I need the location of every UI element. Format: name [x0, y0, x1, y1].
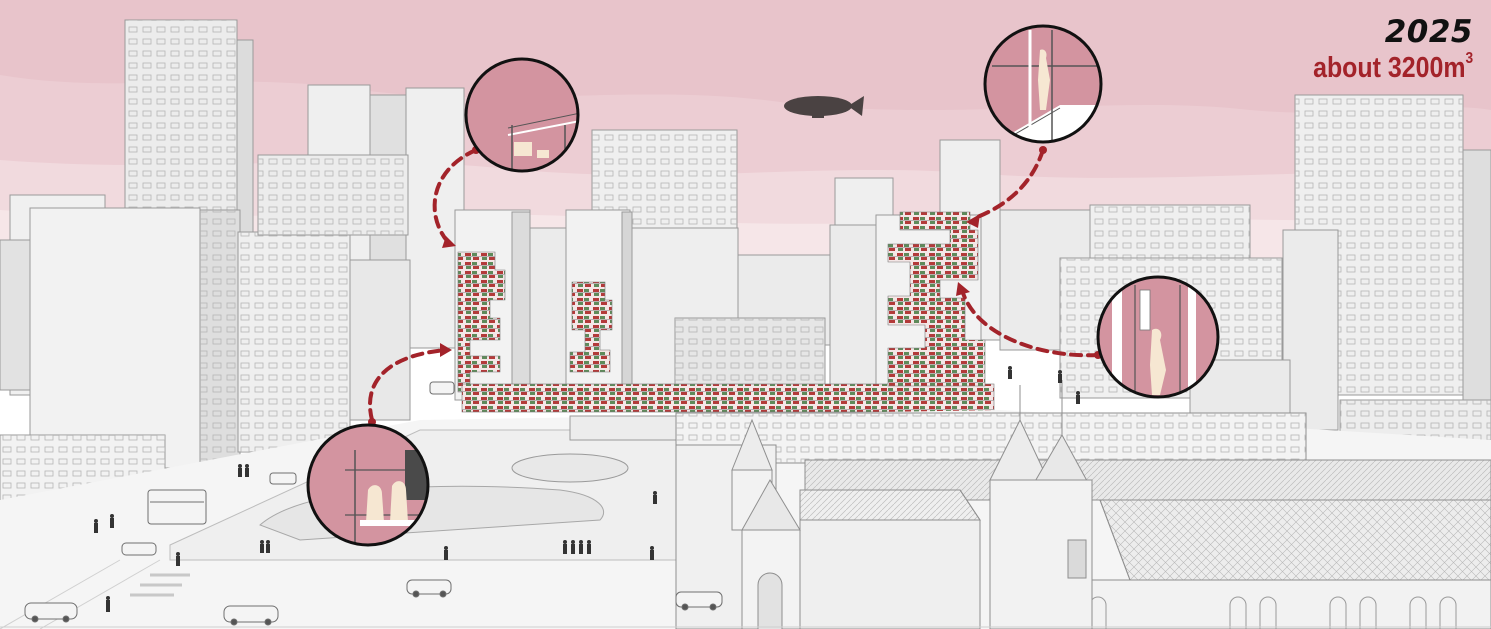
arrows — [368, 148, 1100, 422]
inset-detail-top-right — [983, 24, 1103, 144]
person-icon — [571, 540, 575, 554]
pedestrians — [94, 366, 1080, 612]
inset-detail-bottom-left — [306, 423, 430, 547]
car-icon — [24, 602, 78, 623]
car-icon — [429, 381, 455, 395]
arrow-icon — [432, 148, 478, 244]
person-icon — [245, 464, 249, 477]
person-icon — [260, 540, 264, 553]
arrow-icon — [368, 348, 448, 422]
person-icon — [106, 596, 110, 612]
person-icon — [94, 519, 98, 533]
historic-building — [675, 380, 1491, 629]
person-icon — [650, 546, 654, 560]
person-icon — [176, 552, 180, 566]
person-icon — [1076, 391, 1080, 404]
volume-unit-superscript: 3 — [1465, 50, 1473, 67]
car-icon — [269, 472, 297, 485]
person-icon — [587, 540, 591, 554]
airship-icon — [784, 96, 864, 118]
person-icon — [1058, 370, 1062, 383]
car-icon — [675, 591, 723, 611]
scaffold-icon — [1098, 277, 1218, 397]
person-icon — [444, 546, 448, 560]
person-icon — [238, 464, 242, 477]
scaffold-icon — [985, 26, 1101, 142]
person-icon — [563, 540, 567, 554]
inset-detail-top-left — [464, 57, 580, 173]
person-icon — [110, 514, 114, 528]
arrow-icon — [973, 148, 1045, 220]
person-icon — [579, 540, 583, 554]
inset-detail-right — [1096, 275, 1220, 399]
arrow-icon — [960, 288, 1100, 358]
housing-modules — [457, 211, 995, 413]
person-icon — [653, 491, 657, 504]
vehicles — [24, 381, 723, 626]
year-label: 2025 — [1384, 14, 1473, 50]
volume-label: about 3200m3 — [1312, 50, 1473, 85]
car-icon — [121, 542, 157, 556]
car-icon — [406, 579, 452, 598]
bus-icon — [147, 489, 207, 525]
car-icon — [223, 605, 279, 626]
volume-text: about 3200m — [1312, 52, 1466, 84]
person-icon — [1008, 366, 1012, 379]
person-icon — [266, 540, 270, 553]
